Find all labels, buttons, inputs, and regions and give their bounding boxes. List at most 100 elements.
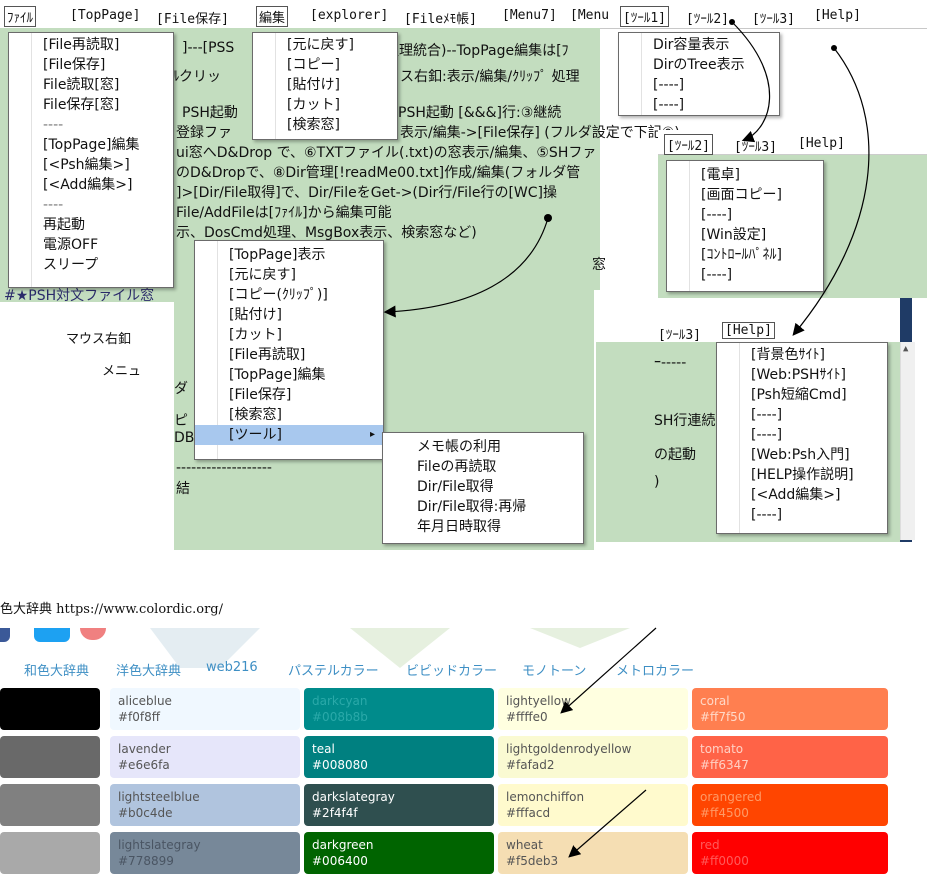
tools-submenu-item[interactable]: Dir/File取得 (417, 479, 494, 495)
context-menu-item[interactable]: [File再読取] (229, 347, 306, 363)
scroll-up-icon[interactable]: ▲ (903, 344, 909, 354)
tool2-menu-item[interactable]: [----] (701, 267, 733, 283)
menu-tool1[interactable]: [ﾂｰﾙ1] (620, 6, 669, 27)
file-menu-item[interactable]: [<Psh編集>] (43, 157, 130, 173)
color-name: orangered (700, 790, 762, 804)
tool2-menu-item[interactable]: [----] (701, 207, 733, 223)
context-menu-item[interactable]: [コピー(ｸﾘｯﾌﾟ)] (229, 287, 328, 303)
color-swatch[interactable]: lightgoldenrodyellow#fafad2 (498, 736, 688, 778)
color-swatch[interactable] (0, 736, 100, 778)
color-swatch[interactable]: lightsteelblue#b0c4de (110, 784, 300, 826)
file-menu-item[interactable]: File読取[窓] (43, 77, 120, 93)
file-menu-item[interactable]: [<Add編集>] (43, 177, 133, 193)
context-menu-item[interactable]: [File保存] (229, 387, 292, 403)
edit-menu-item[interactable]: [コピー] (287, 57, 340, 73)
file-menu-item[interactable]: [File保存] (43, 57, 106, 73)
file-menu-item[interactable]: [TopPage]編集 (43, 137, 140, 153)
menu-menu8[interactable]: [Menu (570, 8, 610, 23)
edit-menu-item[interactable]: [カット] (287, 97, 340, 113)
tool2-menu-item[interactable]: [画面コピー] (701, 187, 782, 203)
context-menu-item[interactable]: [カット] (229, 327, 282, 343)
tab-web216[interactable]: web216 (206, 660, 258, 675)
menu-tool2[interactable]: [ﾂｰﾙ2] (686, 12, 729, 27)
file-menu-item[interactable]: スリープ (43, 257, 99, 273)
color-swatch[interactable]: lemonchiffon#fffacd (498, 784, 688, 826)
tab-vivid[interactable]: ビビッドカラー (406, 664, 498, 679)
share-other-icon[interactable] (80, 628, 106, 640)
help-menu-item[interactable]: [----] (751, 507, 783, 523)
color-swatch[interactable]: lightslategray#778899 (110, 832, 300, 874)
share-facebook-icon[interactable] (0, 628, 10, 642)
tool2-menu-item[interactable]: [電卓] (701, 167, 740, 183)
menu-file-save[interactable]: [File保存] (156, 12, 229, 27)
menu-tool3[interactable]: [ﾂｰﾙ3] (752, 12, 795, 27)
menu-explorer[interactable]: [explorer] (310, 8, 389, 23)
menu-help[interactable]: [Help] (798, 136, 845, 151)
tool1-menu-item[interactable]: [----] (653, 77, 685, 93)
tool2-menu-item[interactable]: [ｺﾝﾄﾛｰﾙﾊﾟﾈﾙ] (701, 247, 782, 263)
file-menu-item[interactable]: 再起動 (43, 217, 85, 233)
color-swatch[interactable]: orangered#ff4500 (692, 784, 888, 826)
context-menu-item[interactable]: [TopPage]編集 (229, 367, 326, 383)
color-swatch[interactable]: coral#ff7f50 (692, 688, 888, 730)
menu-edit[interactable]: 編集 (256, 6, 289, 27)
tools-submenu-item[interactable]: Dir/File取得:再帰 (417, 499, 527, 515)
color-swatch[interactable]: tomato#ff6347 (692, 736, 888, 778)
edit-menu-item[interactable]: [貼付け] (287, 77, 340, 93)
color-swatch[interactable]: lightyellow#ffffe0 (498, 688, 688, 730)
color-swatch[interactable] (0, 784, 100, 826)
tab-wairo[interactable]: 和色大辞典 (24, 664, 90, 679)
context-menu-item[interactable]: [元に戻す] (229, 267, 296, 283)
color-swatch[interactable] (0, 832, 100, 874)
arrow-context (383, 217, 549, 318)
context-menu-item[interactable]: [貼付け] (229, 307, 282, 323)
menu-toppage[interactable]: [TopPage] (70, 8, 141, 23)
context-menu-item-tools[interactable]: [ツール] ▸ (195, 425, 383, 445)
help-menu-item[interactable]: [Psh短縮Cmd] (751, 387, 847, 403)
tool2-menu-item[interactable]: [Win設定] (701, 227, 767, 243)
menu-tool2[interactable]: [ﾂｰﾙ2] (664, 134, 713, 155)
help-menu-item[interactable]: [----] (751, 427, 783, 443)
context-menu-item[interactable]: [TopPage]表示 (229, 247, 326, 263)
tools-submenu-item[interactable]: 年月日時取得 (417, 519, 501, 535)
menu-tool3[interactable]: [ﾂｰﾙ3] (734, 140, 777, 155)
share-twitter-icon[interactable] (34, 628, 70, 642)
help-menu-item[interactable]: [Web:Psh入門] (751, 447, 850, 463)
menu-help[interactable]: [Help] (722, 322, 775, 339)
help-menu-item[interactable]: [Web:PSHｻｲﾄ] (751, 367, 847, 383)
menu-tool3[interactable]: [ﾂｰﾙ3] (658, 328, 701, 343)
tab-metro[interactable]: メトロカラー (616, 664, 695, 679)
tab-pastel[interactable]: パステルカラー (288, 664, 379, 679)
help-menu-item[interactable]: [HELP操作説明] (751, 467, 854, 483)
help-menu-item[interactable]: [----] (751, 407, 783, 423)
menu-file-notepad[interactable]: [Fileﾒﾓ帳] (404, 12, 477, 27)
menu-help[interactable]: [Help] (814, 8, 861, 23)
tool1-menu-item[interactable]: Dir容量表示 (653, 37, 730, 53)
edit-menu-item[interactable]: [検索窓] (287, 117, 340, 133)
color-swatch[interactable]: aliceblue#f0f8ff (110, 688, 300, 730)
color-swatch[interactable]: red#ff0000 (692, 832, 888, 874)
tools-submenu-item[interactable]: Fileの再読取 (417, 459, 497, 475)
file-menu-item[interactable]: File保存[窓] (43, 97, 120, 113)
help-menu-item[interactable]: [背景色ｻｲﾄ] (751, 347, 825, 363)
tab-monotone[interactable]: モノトーン (522, 664, 587, 679)
tab-yoiro[interactable]: 洋色大辞典 (116, 664, 182, 679)
help-scrollbar[interactable]: ▲ (900, 342, 915, 540)
color-swatch[interactable]: darkcyan#008b8b (304, 688, 494, 730)
tools-submenu-item[interactable]: メモ帳の利用 (417, 439, 501, 455)
color-swatch[interactable]: teal#008080 (304, 736, 494, 778)
color-swatch[interactable]: darkslategray#2f4f4f (304, 784, 494, 826)
file-menu-item[interactable]: 電源OFF (43, 237, 99, 253)
help-menu-item[interactable]: [<Add編集>] (751, 487, 841, 503)
color-swatch[interactable]: darkgreen#006400 (304, 832, 494, 874)
tool1-menu-item[interactable]: [----] (653, 97, 685, 113)
file-menu-item[interactable]: [File再読取] (43, 37, 120, 53)
menu-menu7[interactable]: [Menu7] (502, 8, 557, 23)
context-menu-item[interactable]: [検索窓] (229, 407, 282, 423)
color-swatch[interactable]: lavender#e6e6fa (110, 736, 300, 778)
edit-menu-item[interactable]: [元に戻す] (287, 37, 354, 53)
color-swatch[interactable] (0, 688, 100, 730)
color-swatch[interactable]: wheat#f5deb3 (498, 832, 688, 874)
menu-file[interactable]: ﾌｧｲﾙ (4, 6, 36, 27)
tool1-menu-item[interactable]: DirのTree表示 (653, 57, 745, 73)
